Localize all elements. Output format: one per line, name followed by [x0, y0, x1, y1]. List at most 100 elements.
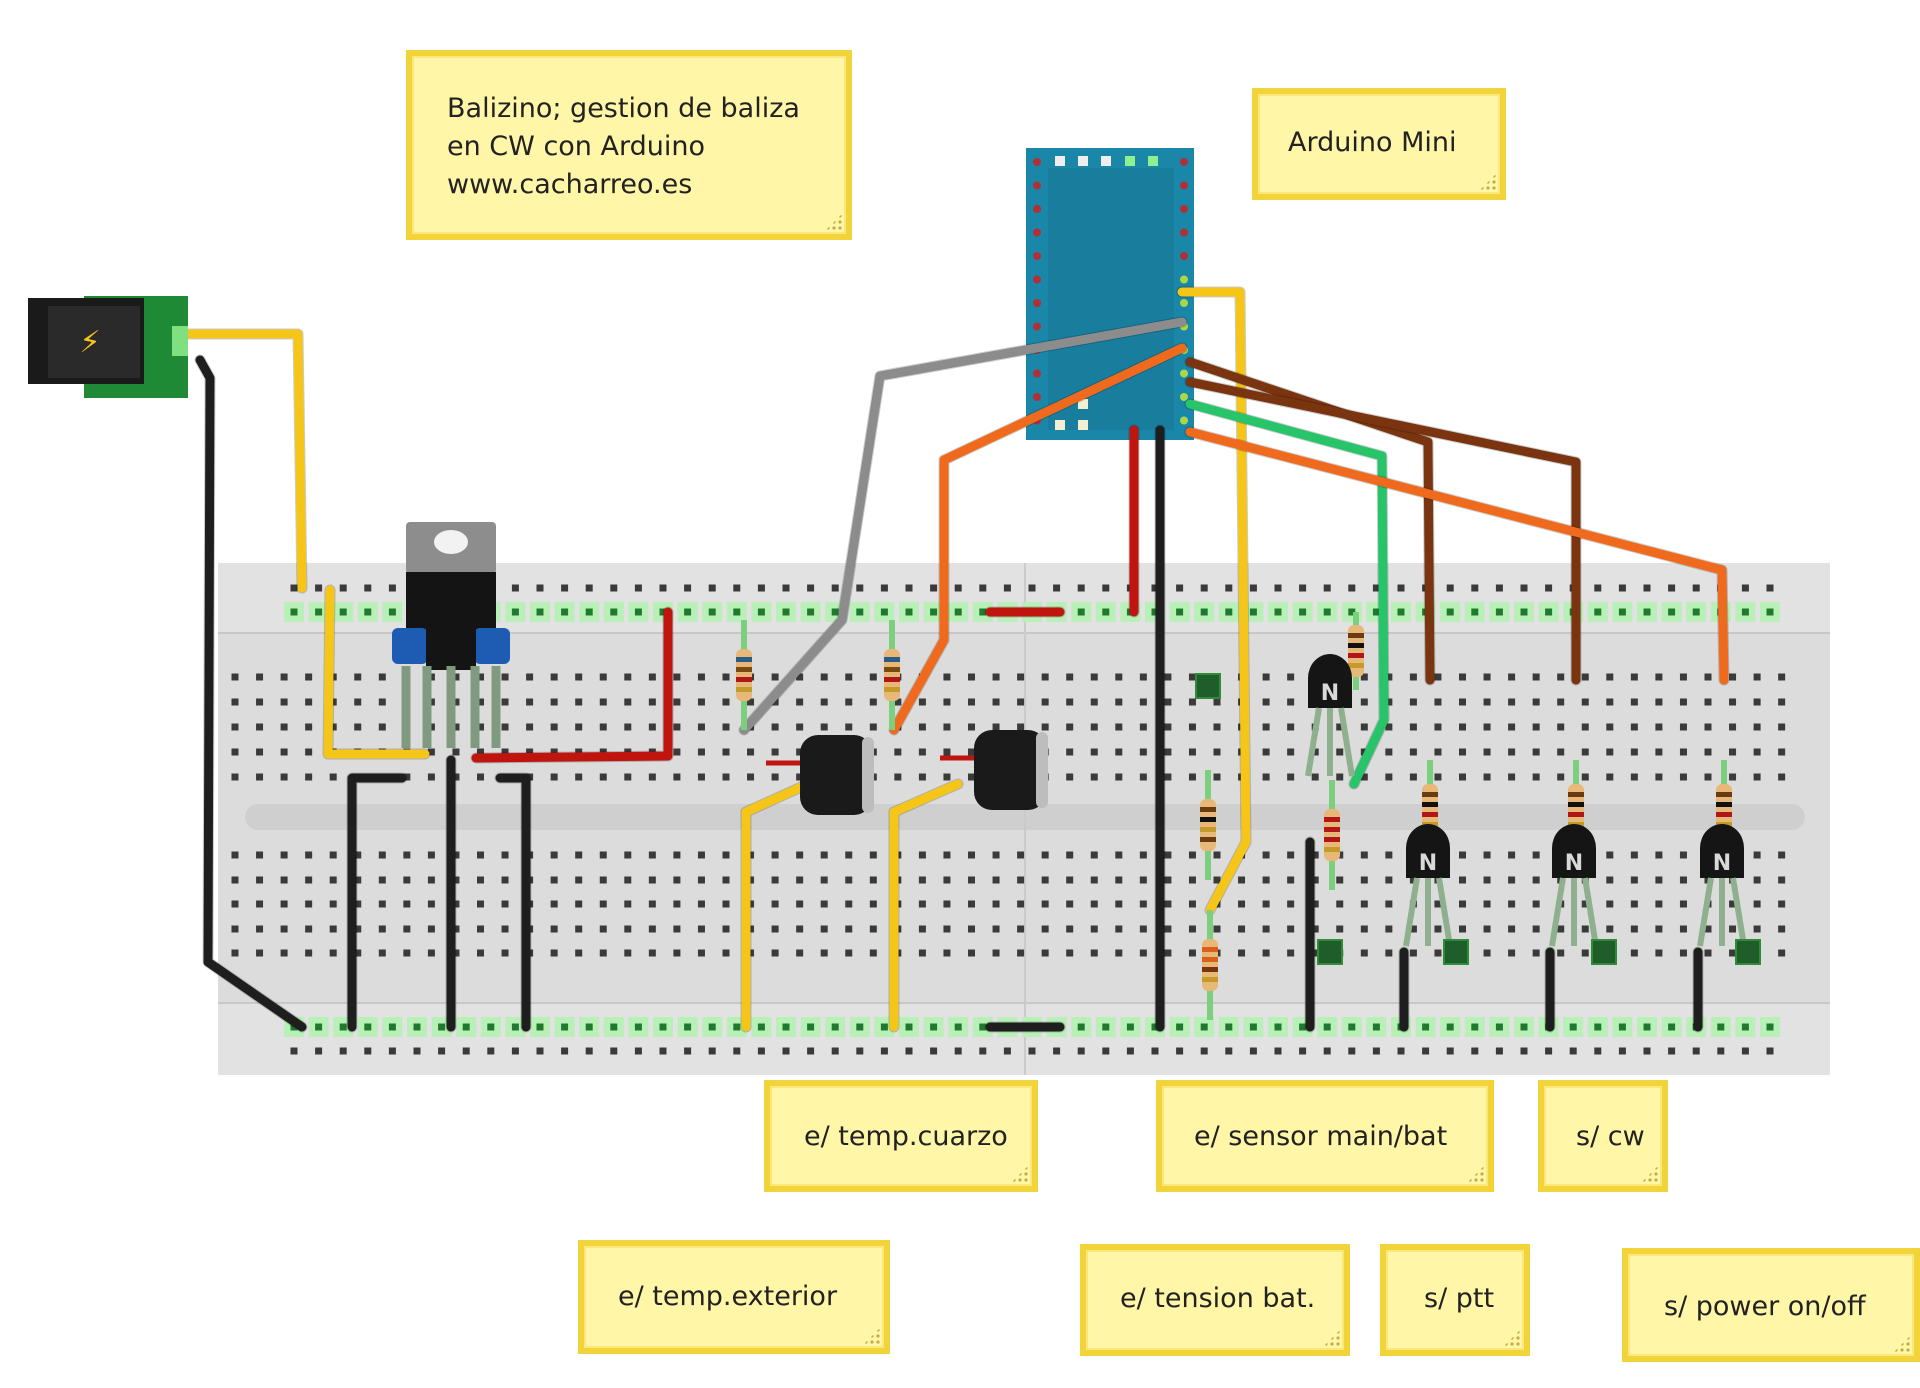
breadboard-hole [1188, 723, 1196, 731]
rail-hole [1717, 1023, 1725, 1031]
breadboard-hole [305, 673, 313, 681]
breadboard-hole [1630, 748, 1638, 756]
note-project-line-1: Balizino; gestion de baliza [447, 93, 800, 124]
breadboard-hole [796, 723, 804, 731]
note-power-onoff: s/ power on/off [1622, 1248, 1920, 1362]
rail-hole [610, 1023, 618, 1031]
resize-grip-icon[interactable] [1641, 1165, 1659, 1183]
breadboard-hole [354, 900, 362, 908]
breadboard-hole [1508, 900, 1516, 908]
breadboard-hole [354, 949, 362, 957]
breadboard-hole [796, 925, 804, 933]
breadboard-hole [1581, 900, 1589, 908]
rail-hole [1471, 1023, 1479, 1031]
breadboard-hole [1778, 748, 1786, 756]
breadboard-hole [1188, 876, 1196, 884]
breadboard-hole [1704, 698, 1712, 706]
rail-hole [1397, 1047, 1405, 1055]
resistor-temp-1-body [736, 649, 752, 701]
breadboard-hole [1704, 723, 1712, 731]
rail-hole [708, 584, 716, 592]
breadboard-hole [918, 723, 926, 731]
breadboard-hole [256, 723, 264, 731]
breadboard-hole [1532, 773, 1540, 781]
resize-grip-icon[interactable] [1479, 173, 1497, 191]
breadboard-hole [968, 900, 975, 908]
breadboard-hole [1679, 723, 1687, 731]
breadboard-hole [256, 773, 264, 781]
resize-grip-icon[interactable] [1467, 1165, 1485, 1183]
resize-grip-icon[interactable] [1011, 1165, 1029, 1183]
breadboard-hole [280, 900, 288, 908]
rail-hole [1053, 584, 1061, 592]
arduino-pin-left [1033, 228, 1041, 237]
note-tension-bat-text: e/ tension bat. [1120, 1283, 1316, 1314]
breadboard-hole [943, 773, 951, 781]
resize-grip-icon[interactable] [825, 213, 843, 231]
breadboard-hole [550, 673, 558, 681]
rail-hole [880, 608, 888, 616]
breadboard-hole [722, 673, 730, 681]
breadboard-hole [256, 900, 264, 908]
breadboard-hole [1311, 925, 1319, 933]
breadboard-holes [231, 584, 1786, 1055]
resize-grip-icon[interactable] [863, 1327, 881, 1345]
rail-hole [782, 584, 790, 592]
breadboard-hole [1483, 876, 1491, 884]
breadboard-hole [1508, 698, 1516, 706]
breadboard-hole [673, 723, 681, 731]
resistor-divider-2-band [1202, 977, 1218, 982]
breadboard-hole [1287, 925, 1295, 933]
breadboard-hole [403, 876, 411, 884]
breadboard-hole [869, 723, 877, 731]
rail-hole [757, 1023, 765, 1031]
rail-hole [1471, 1047, 1479, 1055]
breadboard-hole [992, 876, 1000, 884]
breadboard-hole [771, 723, 779, 731]
breadboard-hole [1753, 748, 1761, 756]
breadboard-hole [280, 698, 288, 706]
rail-hole [1618, 608, 1626, 616]
breadboard-hole [575, 698, 583, 706]
breadboard-hole [427, 949, 435, 957]
breadboard-hole [231, 773, 239, 781]
breadboard-hole [1557, 748, 1565, 756]
resize-grip-icon[interactable] [1323, 1329, 1341, 1347]
resize-grip-icon[interactable] [1503, 1329, 1521, 1347]
breadboard-hole [378, 876, 386, 884]
rail-hole [536, 1023, 544, 1031]
breadboard-hole [1188, 949, 1196, 957]
rail-hole [1668, 584, 1676, 592]
breadboard-hole [1729, 698, 1737, 706]
wire-gray-temp-data-1 [739, 317, 1187, 735]
rail-hole [1446, 1023, 1454, 1031]
arduino-pin-right [1180, 205, 1188, 213]
breadboard-hole [599, 723, 607, 731]
rail-hole [880, 1047, 888, 1055]
breadboard-hole [992, 900, 1000, 908]
resistor-temp-2-band [884, 677, 900, 682]
breadboard-hole [477, 723, 484, 731]
breadboard-hole [599, 673, 607, 681]
breadboard-hole [796, 949, 804, 957]
breadboard-hole [1066, 723, 1074, 731]
wire-yellow-tension-bat [1177, 287, 1251, 915]
breadboard-hole [1508, 949, 1516, 957]
breadboard-hole [1655, 673, 1663, 681]
breadboard-hole [869, 673, 877, 681]
breadboard-hole [943, 673, 951, 681]
breadboard-hole [403, 949, 411, 957]
breadboard-hole [648, 723, 656, 731]
wire-yellow-temp1-ground [741, 779, 813, 1032]
rail-hole [1422, 1047, 1430, 1055]
rail-hole [684, 584, 692, 592]
regulator-body-lower [426, 628, 476, 670]
breadboard-hole [1041, 925, 1049, 933]
breadboard-hole [1262, 773, 1270, 781]
breadboard-hole [845, 900, 853, 908]
breadboard-hole [820, 900, 828, 908]
note-s-cw-text: s/ cw [1576, 1121, 1645, 1152]
arduino-header-pin [1148, 156, 1158, 166]
rail-hole [1668, 1023, 1676, 1031]
resize-grip-icon[interactable] [1893, 1335, 1911, 1353]
